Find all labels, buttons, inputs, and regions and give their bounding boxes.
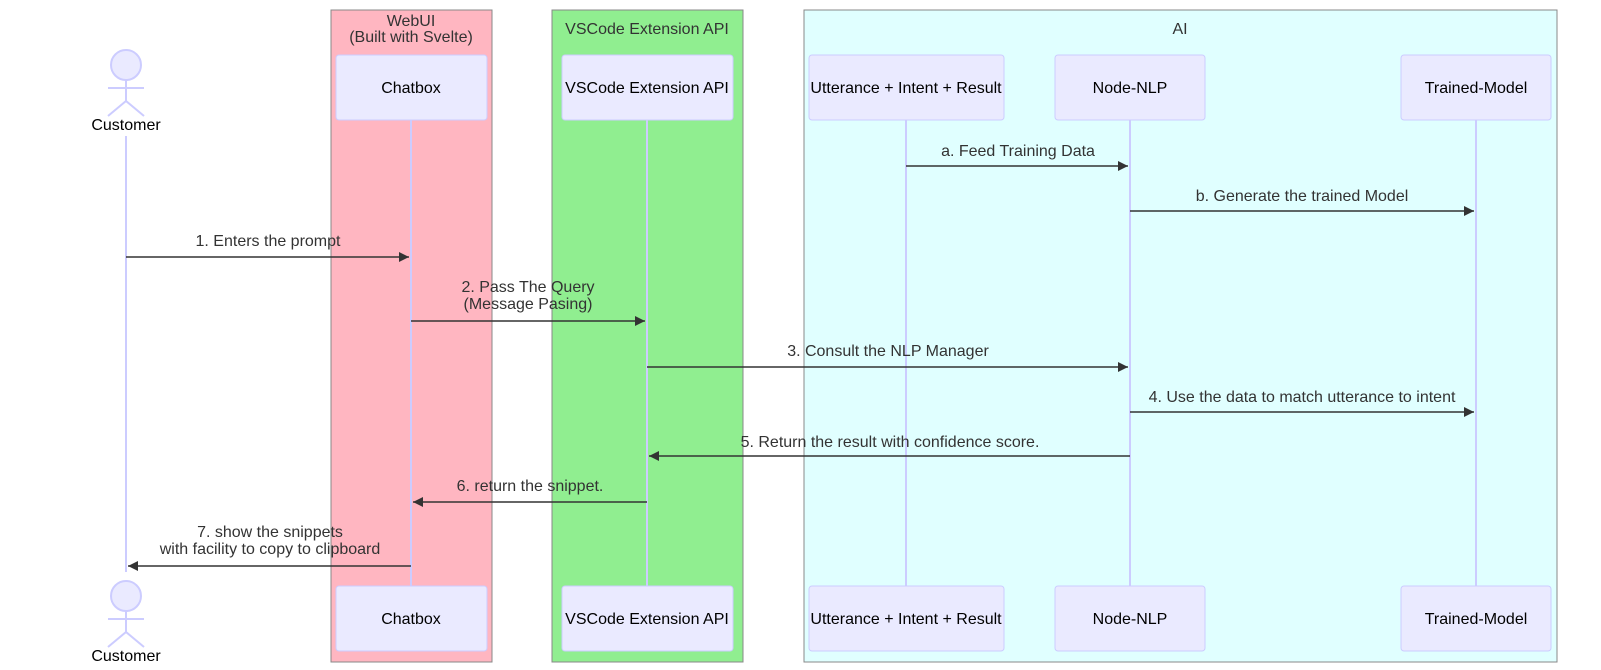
participant-utterance-bottom (808, 585, 1005, 652)
participant-vscode-api-top-label: VSCode Extension API (565, 80, 729, 97)
message-4-label: 4. Use the data to match utterance to in… (1149, 389, 1456, 406)
participant-chatbox-top-label: Chatbox (381, 80, 441, 97)
message-3-label: 3. Consult the NLP Manager (787, 343, 989, 360)
participant-chatbox-bottom (335, 585, 488, 652)
message-a-label: a. Feed Training Data (941, 143, 1095, 160)
participant-node-nlp-bottom (1054, 585, 1206, 652)
participant-chatbox-top (335, 54, 488, 121)
participant-trained-model-bottom-label: Trained-Model (1425, 611, 1528, 628)
group-vscode-label: VSCode Extension API (565, 21, 729, 38)
message-5-label: 5. Return the result with confidence sco… (741, 434, 1040, 451)
message-6-label: 6. return the snippet. (457, 478, 604, 495)
message-2-label-line2: (Message Pasing) (464, 296, 593, 313)
customer-actor-bottom-label: Customer (91, 648, 161, 665)
participant-node-nlp-top-label: Node-NLP (1093, 80, 1168, 97)
participant-vscode-api-bottom-label: VSCode Extension API (565, 611, 729, 628)
group-ai-label: AI (1172, 21, 1187, 38)
customer-actor-bottom-icon (107, 580, 145, 648)
message-1-label: 1. Enters the prompt (196, 233, 342, 250)
group-webui-label-line1: WebUI (387, 13, 436, 30)
participant-node-nlp-bottom-label: Node-NLP (1093, 611, 1168, 628)
message-7-label-line1: 7. show the snippets (197, 524, 343, 541)
participant-node-nlp-top (1054, 54, 1206, 121)
participant-chatbox-bottom-label: Chatbox (381, 611, 441, 628)
message-2-label-line1: 2. Pass The Query (461, 279, 594, 296)
message-7-label-line2: with facility to copy to clipboard (159, 541, 381, 558)
participant-vscode-api-bottom (561, 585, 734, 652)
participant-utterance-top-label: Utterance + Intent + Result (810, 80, 1002, 97)
participant-trained-model-top-label: Trained-Model (1425, 80, 1528, 97)
participant-trained-model-top (1400, 54, 1552, 121)
participant-vscode-api-top (561, 54, 734, 121)
customer-actor-top-icon (107, 49, 145, 117)
participant-utterance-bottom-label: Utterance + Intent + Result (810, 611, 1002, 628)
participant-trained-model-bottom (1400, 585, 1552, 652)
message-b-label: b. Generate the trained Model (1196, 188, 1409, 205)
group-webui-label-line2: (Built with Svelte) (349, 29, 473, 46)
participant-utterance-top (808, 54, 1005, 121)
customer-actor-top-label: Customer (91, 117, 161, 134)
